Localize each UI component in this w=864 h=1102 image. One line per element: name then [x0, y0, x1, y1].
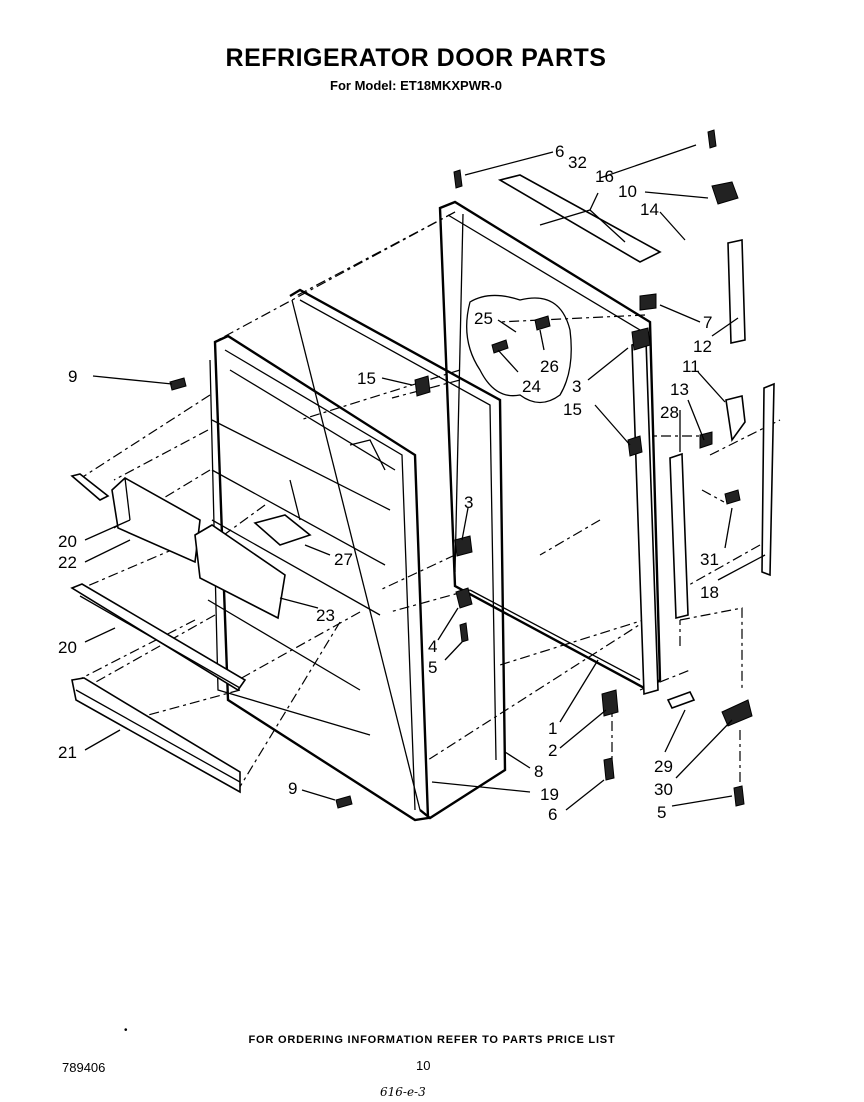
inner-door-liner — [207, 334, 430, 822]
callout-6-bottom: 6 — [548, 805, 557, 824]
callout-13: 13 — [670, 380, 689, 399]
callout-32: 32 — [568, 153, 587, 172]
callout-12: 12 — [693, 337, 712, 356]
top-hinge — [711, 181, 739, 205]
door-shelf-bin-23 — [194, 524, 286, 620]
callout-10: 10 — [618, 182, 637, 201]
callout-11: 11 — [682, 357, 700, 376]
door-shelf-bin-22 — [111, 477, 201, 564]
callout-29: 29 — [654, 757, 673, 776]
outer-door-panel — [438, 200, 662, 692]
callout-16: 16 — [595, 167, 614, 186]
callout-20-lower: 20 — [58, 638, 77, 657]
callout-26: 26 — [540, 357, 559, 376]
cutaway-detail — [466, 294, 572, 404]
callout-15-left: 15 — [357, 369, 376, 388]
door-stop — [725, 395, 746, 443]
callout-20-upper: 20 — [58, 532, 77, 551]
bottom-hinge — [721, 699, 753, 727]
callout-5-right: 5 — [657, 803, 666, 822]
callout-23: 23 — [316, 606, 335, 625]
shelf-retainer-lower — [70, 583, 247, 692]
callout-14: 14 — [640, 200, 659, 219]
door-shelf-front-21 — [71, 677, 241, 794]
dairy-door-cover — [253, 514, 312, 546]
callout-9-upper: 9 — [68, 367, 77, 386]
page-title: REFRIGERATOR DOOR PARTS — [225, 44, 607, 72]
callout-7: 7 — [703, 313, 712, 332]
callout-18: 18 — [700, 583, 719, 602]
model-subtitle: For Model: ET18MKXPWR-0 — [330, 78, 502, 93]
callout-27: 27 — [334, 550, 353, 569]
handle-trim — [761, 382, 775, 577]
door-side-channel — [631, 338, 659, 696]
document-number: 789406 — [62, 1060, 106, 1075]
callout-15-right: 15 — [563, 400, 582, 419]
callout-2: 2 — [548, 741, 557, 760]
callout-3-upper: 3 — [572, 377, 581, 396]
callout-30: 30 — [654, 780, 673, 799]
callout-labels: 6 32 16 10 14 7 12 25 26 24 3 15 11 13 2… — [58, 142, 719, 824]
door-gasket — [289, 288, 507, 820]
callout-28: 28 — [660, 403, 679, 422]
handwritten-note: 616-e-3 — [380, 1085, 426, 1099]
callout-22: 22 — [58, 553, 77, 572]
shim-29 — [666, 691, 696, 709]
callout-8: 8 — [534, 762, 543, 781]
callout-21: 21 — [58, 743, 77, 762]
fasteners — [169, 129, 745, 809]
callout-25: 25 — [474, 309, 493, 328]
callout-24: 24 — [522, 377, 541, 396]
callout-4: 4 — [428, 637, 437, 656]
callout-19: 19 — [540, 785, 559, 804]
callout-6-top: 6 — [555, 142, 564, 161]
callout-5-left: 5 — [428, 658, 437, 677]
page-number: 10 — [416, 1058, 431, 1073]
ordering-info-note: FOR ORDERING INFORMATION REFER TO PARTS … — [248, 1034, 616, 1046]
callout-1: 1 — [548, 719, 557, 738]
door-closer-cam — [669, 452, 689, 620]
footer-bullet: • — [124, 1025, 128, 1036]
callout-31: 31 — [700, 550, 719, 569]
shelf-retainer-upper — [70, 473, 110, 501]
leader-arrows — [84, 144, 766, 811]
hinge-pin-sleeve — [727, 239, 746, 344]
callout-3-mid: 3 — [464, 493, 473, 512]
callout-9-lower: 9 — [288, 779, 297, 798]
